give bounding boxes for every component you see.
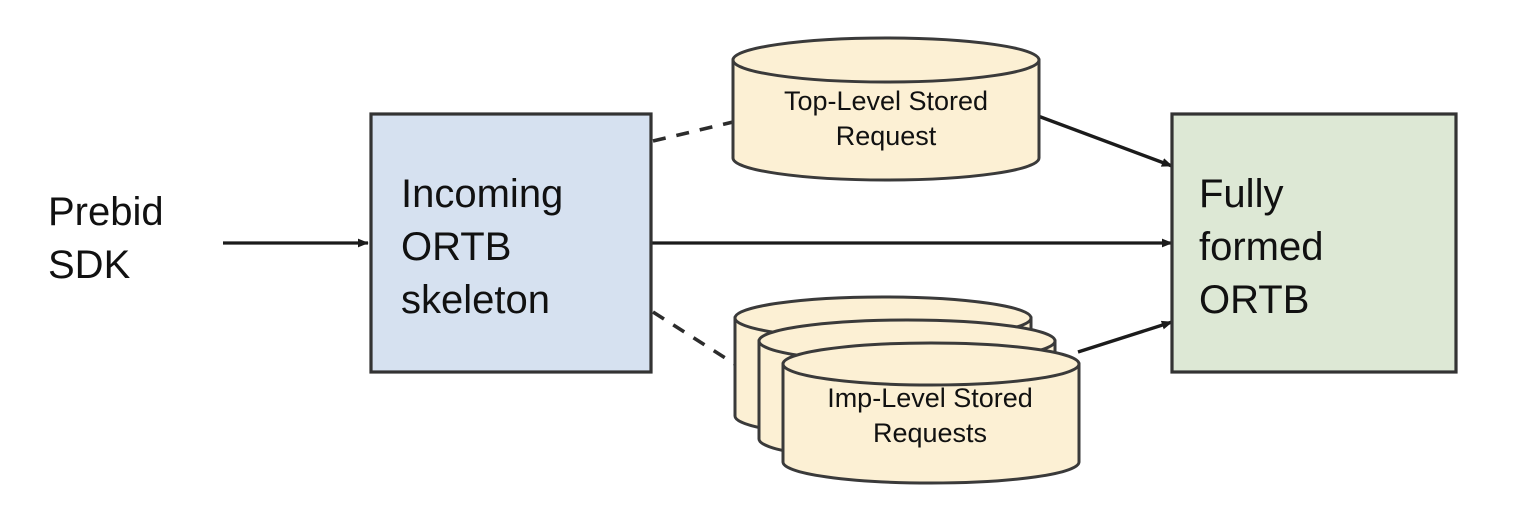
fully-formed-ortb-box[interactable] <box>1170 112 1458 374</box>
top-level-stored-request-cylinder[interactable] <box>731 36 1041 182</box>
incoming-ortb-skeleton-box[interactable] <box>369 112 653 374</box>
cylinder-front <box>781 341 1081 485</box>
edge-incoming-to-top-store <box>652 120 734 143</box>
edge-incoming-to-imp-store <box>652 310 742 370</box>
imp-level-stored-requests-cylinder-stack[interactable] <box>733 295 1081 485</box>
edge-top-store-to-output <box>1037 114 1173 168</box>
edge-imp-store-to-output <box>1077 320 1173 354</box>
